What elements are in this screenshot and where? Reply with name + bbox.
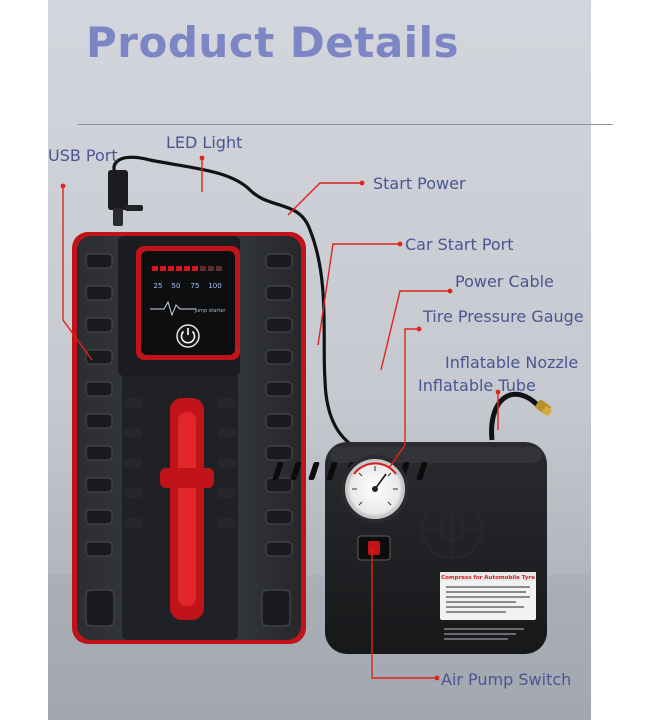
- pulse-line-icon: [150, 300, 196, 317]
- label-inflatable-tube: Inflatable Tube: [418, 376, 536, 395]
- label-led-light: LED Light: [166, 133, 243, 152]
- label-start-power: Start Power: [373, 174, 466, 193]
- led-bar-indicator: [152, 266, 222, 271]
- level-75: 75: [191, 282, 200, 290]
- display-caption: jump starter: [194, 308, 227, 314]
- leader-lines: [62, 158, 499, 679]
- sticker-title: Compress for Automobile Tyre: [441, 575, 535, 581]
- air-pump: Compress for Automobile Tyre: [272, 442, 547, 654]
- leader-dots: [60, 155, 501, 681]
- inflatable-nozzle: [535, 399, 552, 416]
- power-button[interactable]: [176, 324, 200, 348]
- tire-pressure-gauge: [341, 455, 409, 523]
- pump-sticker: Compress for Automobile Tyre: [440, 572, 536, 640]
- label-air-pump-switch: Air Pump Switch: [441, 670, 572, 689]
- title-divider: [78, 124, 613, 125]
- display-screen: [141, 251, 235, 355]
- label-power-cable: Power Cable: [455, 272, 554, 291]
- usb-plug: [108, 170, 143, 226]
- power-icon: [180, 330, 196, 344]
- page-title: Product Details: [86, 18, 459, 67]
- label-inflatable-nozzle: Inflatable Nozzle: [445, 353, 579, 372]
- label-tire-pressure-gauge: Tire Pressure Gauge: [423, 307, 584, 326]
- label-usb-port: USB Port: [48, 146, 118, 165]
- level-100: 100: [208, 282, 221, 290]
- jump-starter: 25 50 75 100 jump starter: [72, 232, 306, 644]
- fan-emblem: [420, 496, 484, 560]
- air-pump-switch[interactable]: [357, 535, 391, 561]
- label-car-start-port: Car Start Port: [405, 235, 514, 254]
- inflatable-tube: [489, 391, 542, 441]
- gauge-needle: [374, 473, 387, 490]
- level-25: 25: [154, 282, 163, 290]
- level-50: 50: [172, 282, 181, 290]
